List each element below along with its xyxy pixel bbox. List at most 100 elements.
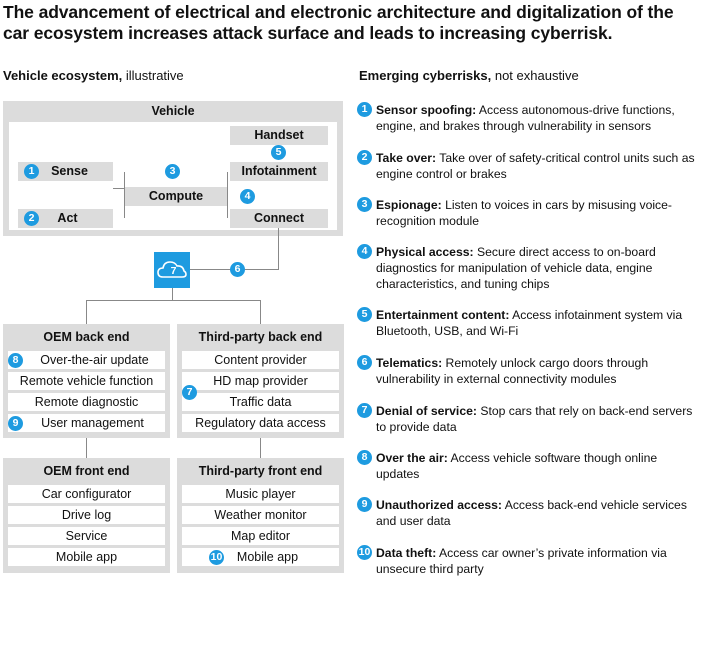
oem-front-row: Car configurator	[8, 485, 165, 503]
page-title: The advancement of electrical and electr…	[3, 2, 674, 43]
risk-text: Sensor spoofing: Access autonomous-drive…	[376, 102, 702, 134]
third-front-row: Weather monitor	[182, 506, 339, 524]
risk-desc: Access car owner’s private information v…	[376, 546, 667, 576]
risk-name: Espionage:	[376, 198, 442, 212]
risk-name: Data theft:	[376, 546, 437, 560]
badge-4: 4	[240, 189, 255, 204]
badge-3: 3	[165, 164, 180, 179]
risk-name: Over the air:	[376, 451, 448, 465]
risk-name: Physical access:	[376, 245, 474, 259]
risk-name: Telematics:	[376, 356, 443, 370]
oem-front-row: Mobile app	[8, 548, 165, 566]
third-front-connector	[260, 438, 261, 458]
risk-text: Physical access: Secure direct access to…	[376, 244, 702, 292]
third-front-row: Music player	[182, 485, 339, 503]
third-front-row: Map editor	[182, 527, 339, 545]
act-label: Act	[57, 211, 78, 225]
third-back-row: Traffic data	[182, 393, 339, 411]
heading-bold: Vehicle ecosystem,	[3, 68, 123, 83]
risk-text: Espionage: Listen to voices in cars by m…	[376, 197, 702, 229]
oem-front-end-title: OEM front end	[43, 464, 130, 478]
third-party-front-end-title: Third-party front end	[198, 464, 323, 478]
third-front-row: Mobile app	[182, 548, 339, 566]
risk-desc: Access autonomous-drive functions, engin…	[376, 103, 675, 133]
badge-6: 6	[230, 262, 245, 277]
risk-desc: Access back-end vehicle services and use…	[376, 498, 687, 528]
risk-desc: Stop cars that rely on back-end servers …	[376, 404, 693, 434]
connect-box: Connect	[230, 209, 328, 228]
risk-number: 3	[357, 197, 372, 212]
sense-label: Sense	[51, 164, 88, 178]
risk-desc: Remotely unlock cargo doors through vuln…	[376, 356, 649, 386]
third-back-row: Content provider	[182, 351, 339, 369]
connector	[113, 188, 125, 189]
risk-number: 8	[357, 450, 372, 465]
risk-text: Over the air: Access vehicle software th…	[376, 450, 702, 482]
badge-7-cloud: 7	[170, 265, 177, 277]
risk-name: Unauthorized access:	[376, 498, 502, 512]
info-connect-connector	[227, 172, 228, 218]
risk-name: Sensor spoofing:	[376, 103, 477, 117]
sense-act-connector	[124, 172, 125, 218]
risk-text: Denial of service: Stop cars that rely o…	[376, 403, 702, 435]
badge-5: 5	[271, 145, 286, 160]
oem-back-end-title: OEM back end	[43, 330, 130, 344]
tree-right	[260, 300, 261, 324]
risk-text: Entertainment content: Access infotainme…	[376, 307, 702, 339]
row-label: User management	[41, 416, 144, 430]
third-back-row: Regulatory data access	[182, 414, 339, 432]
vehicle-ecosystem-heading: Vehicle ecosystem, illustrative	[3, 68, 184, 83]
risk-text: Data theft: Access car owner’s private i…	[376, 545, 702, 577]
cyberrisks-heading: Emerging cyberrisks, not exhaustive	[359, 68, 579, 83]
risk-number: 2	[357, 150, 372, 165]
heading-normal: not exhaustive	[491, 68, 579, 83]
compute-box: Compute	[125, 187, 227, 206]
risk-number: 1	[357, 102, 372, 117]
risk-name: Denial of service:	[376, 404, 477, 418]
risk-text: Telematics: Remotely unlock cargo doors …	[376, 355, 702, 387]
oem-front-row: Service	[8, 527, 165, 545]
vehicle-label: Vehicle	[151, 104, 195, 118]
risk-text: Unauthorized access: Access back-end veh…	[376, 497, 702, 529]
risk-name: Entertainment content:	[376, 308, 510, 322]
oem-back-row: User management	[8, 414, 165, 432]
risk-number: 4	[357, 244, 372, 259]
risk-text: Take over: Take over of safety-critical …	[376, 150, 702, 182]
oem-back-row: Over-the-air update	[8, 351, 165, 369]
badge-2: 2	[24, 211, 39, 226]
cloud-icon	[157, 261, 187, 278]
risk-number: 9	[357, 497, 372, 512]
infotainment-box: Infotainment	[230, 162, 328, 181]
heading-normal: illustrative	[122, 68, 184, 83]
third-back-row: HD map provider	[182, 372, 339, 390]
sense-box: Sense	[18, 162, 113, 181]
tree-stem	[172, 288, 173, 300]
cloud-tile	[154, 252, 190, 288]
oem-back-row: Remote vehicle function	[8, 372, 165, 390]
tree-left	[86, 300, 87, 324]
heading-bold: Emerging cyberrisks,	[359, 68, 492, 83]
risk-number: 6	[357, 355, 372, 370]
row-label: Over-the-air update	[40, 353, 149, 367]
handset-box: Handset	[230, 126, 328, 145]
connect-line-vertical	[278, 228, 279, 270]
risk-desc: Access vehicle software though online up…	[376, 451, 658, 481]
risk-desc: Listen to voices in cars by misusing voi…	[376, 198, 672, 228]
badge-10: 10	[209, 550, 224, 565]
badge-7: 7	[182, 385, 197, 400]
act-box: Act	[18, 209, 113, 228]
risk-number: 10	[357, 545, 372, 560]
risk-desc: Access infotainment system via Bluetooth…	[376, 308, 683, 338]
oem-back-row: Remote diagnostic	[8, 393, 165, 411]
badge-9: 9	[8, 416, 23, 431]
badge-8: 8	[8, 353, 23, 368]
risk-number: 7	[357, 403, 372, 418]
risk-desc: Secure direct access to on-board diagnos…	[376, 245, 656, 291]
risk-desc: Take over of safety-critical control uni…	[376, 151, 695, 181]
risk-name: Take over:	[376, 151, 437, 165]
tree-bar	[86, 300, 260, 301]
third-party-back-end-title: Third-party back end	[198, 330, 323, 344]
badge-1: 1	[24, 164, 39, 179]
risk-number: 5	[357, 307, 372, 322]
oem-front-row: Drive log	[8, 506, 165, 524]
